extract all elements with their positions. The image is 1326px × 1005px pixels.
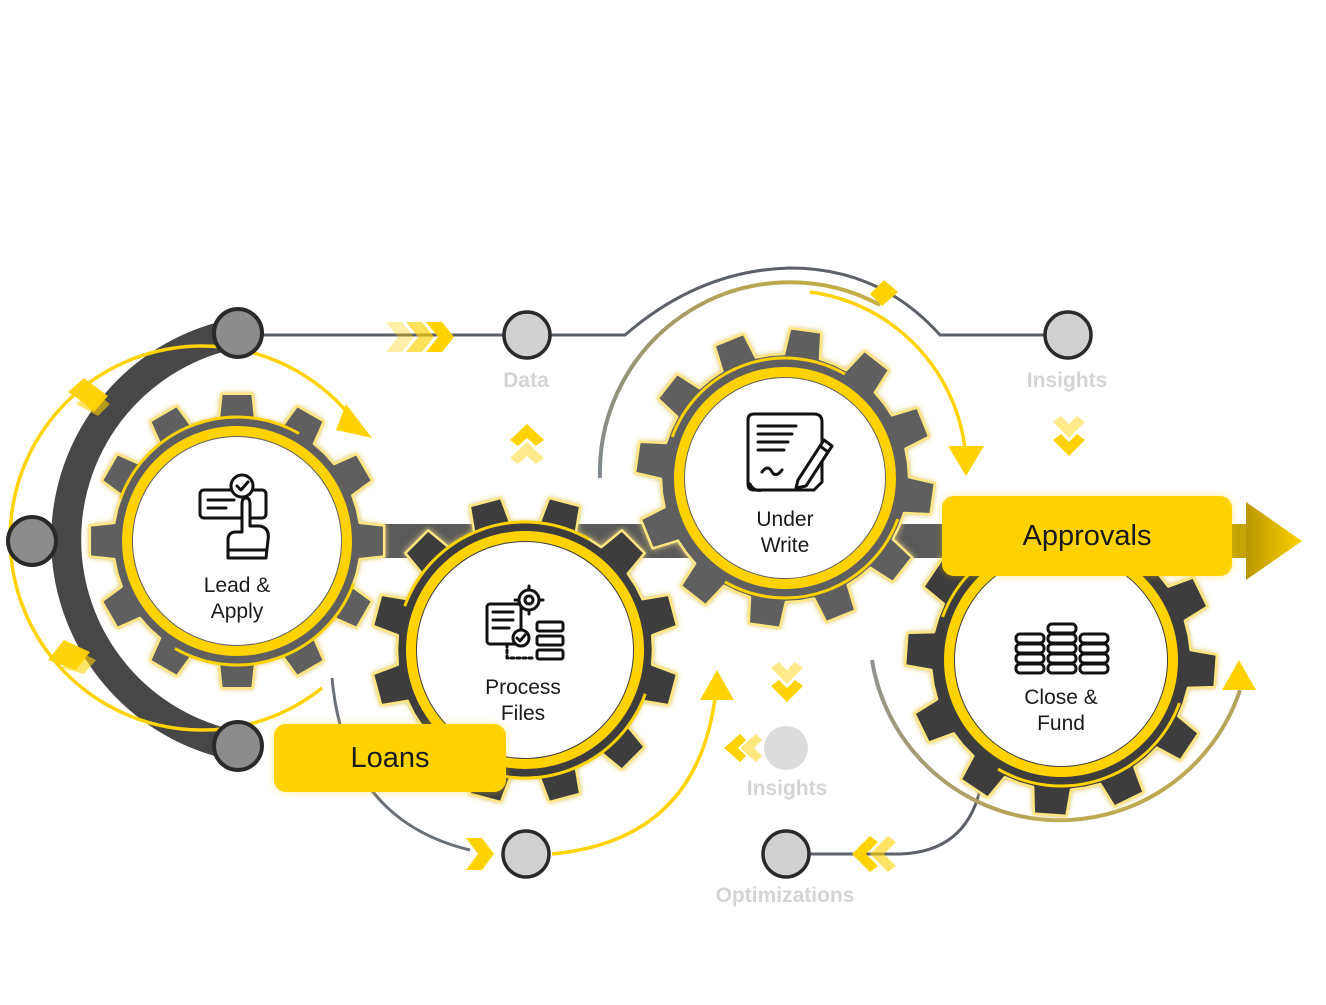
stage-label-under-write: Under Write	[705, 507, 865, 559]
stage-label-line2: Write	[760, 534, 810, 557]
stage-label-line1: Process	[485, 676, 561, 699]
gear-ring	[406, 531, 644, 769]
gear-inner-arc	[174, 582, 355, 667]
chevron-up-data	[510, 424, 544, 464]
label-insights-middle: Insights	[746, 777, 828, 800]
gear-inner-arc	[997, 702, 1181, 788]
node-left-bottom	[212, 720, 264, 772]
left-track-chevrons-top	[68, 378, 110, 416]
stage-label-line2: Apply	[210, 600, 264, 623]
chevron-down-insights-top	[1053, 416, 1085, 456]
coin-stack-middle	[1046, 622, 1078, 675]
stage-label-line2: Fund	[1037, 712, 1085, 735]
label-optimizations: Optimizations	[715, 884, 855, 907]
stage-label-line1: Lead &	[203, 574, 271, 597]
stage-label-line2: Files	[500, 702, 546, 725]
approvals-tag: Approvals	[942, 496, 1232, 576]
coin-stack-left	[1014, 632, 1046, 675]
document-gear-workflow-icon	[485, 584, 565, 661]
stage-label-process-files: Process Files	[443, 675, 603, 727]
hand-click-checkmark-icon	[198, 473, 270, 560]
stage-label-close-fund: Close & Fund	[981, 685, 1141, 737]
chevron-down-insights-middle	[771, 662, 803, 702]
underwrite-outer-arc	[597, 280, 881, 479]
stacked-coins-icon	[1014, 622, 1110, 675]
label-insights-top: Insights	[1026, 369, 1108, 392]
chevron-left-insights-middle	[724, 734, 762, 762]
gear-inner-arc	[119, 415, 300, 500]
contract-pen-icon	[746, 412, 834, 492]
close-arc-arrow	[1222, 660, 1256, 690]
lead-arc-arrow	[336, 404, 372, 438]
connector-arc-optimizations	[786, 789, 982, 856]
stage-label-line1: Close &	[1024, 686, 1098, 709]
coin-stack-right	[1078, 632, 1110, 675]
gear-inner-arc	[403, 520, 590, 607]
process-yellow-arc	[551, 689, 718, 856]
gear-ring	[122, 426, 352, 656]
underwrite-arc-arrow	[948, 446, 984, 476]
top-line-chevrons	[386, 322, 454, 352]
node-data	[502, 310, 552, 360]
chevron-right-process-node	[466, 838, 494, 870]
node-insights-top	[1043, 310, 1093, 360]
node-left-top	[212, 307, 264, 359]
node-insights-middle	[764, 726, 808, 770]
left-track	[51, 318, 241, 761]
gear-inner-arc	[724, 518, 900, 600]
main-arrow-head	[1246, 502, 1302, 580]
gear-hub	[955, 554, 1167, 766]
gear-hub	[417, 542, 633, 758]
underwrite-yellow-arc	[809, 290, 968, 461]
loans-tag: Loans	[274, 724, 506, 792]
stage-label-line1: Under	[756, 508, 814, 531]
close-outer-grey-arc	[870, 659, 1242, 823]
underwrite-arc-chevron	[870, 280, 898, 306]
gear-inner-arc	[670, 356, 846, 438]
gear-close-fund	[903, 502, 1219, 818]
connector-arc-bottom-left	[330, 677, 471, 852]
gear-ring	[674, 367, 896, 589]
stage-label-lead-apply: Lead & Apply	[157, 573, 317, 625]
nodes	[6, 307, 1093, 879]
node-process-bottom	[501, 829, 551, 879]
chevron-left-optimizations	[852, 836, 896, 872]
left-track-chevrons-bottom	[48, 640, 96, 674]
node-optimizations	[761, 829, 811, 879]
connector-arc-top	[527, 266, 1068, 337]
process-arc-arrow	[700, 670, 734, 700]
node-left-middle	[6, 515, 58, 567]
label-data: Data	[503, 369, 549, 392]
